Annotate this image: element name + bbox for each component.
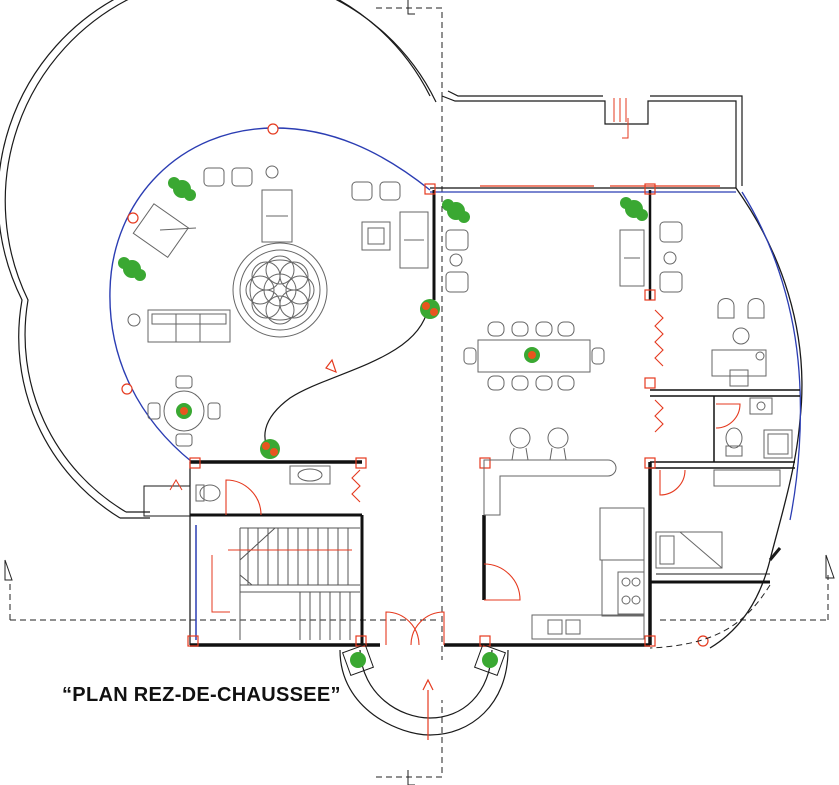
door-swing-icon xyxy=(225,309,741,646)
bathroom-fixtures xyxy=(195,397,793,502)
roof-outline xyxy=(441,90,743,188)
entrance-porch xyxy=(339,649,509,740)
sofa-icon xyxy=(132,189,429,343)
shower-icon xyxy=(763,429,793,459)
column-icon xyxy=(121,123,709,647)
side-entrance xyxy=(143,479,191,517)
bedroom-window xyxy=(656,547,782,575)
plant-icon xyxy=(118,177,648,668)
stairs-icon xyxy=(211,527,360,640)
terrace-curved-wall xyxy=(0,0,437,519)
sink-icon xyxy=(547,619,581,635)
kitchen-counter xyxy=(483,427,645,640)
corner-markers xyxy=(187,183,656,647)
living-room-furniture xyxy=(127,165,683,447)
flower-pot-icon xyxy=(176,299,540,459)
section-marker-icon xyxy=(4,0,835,785)
porch-planters xyxy=(341,643,507,677)
stove-icon xyxy=(617,571,645,615)
right-curved-wall xyxy=(709,187,803,649)
right-curved-dashed-arc xyxy=(649,584,771,649)
dining-table-icon xyxy=(463,321,605,391)
bed-icon xyxy=(655,531,723,569)
plan-title: “PLAN REZ-DE-CHAUSSEE” xyxy=(62,684,341,706)
armchair-icon xyxy=(203,167,683,293)
round-table-icon xyxy=(147,375,221,447)
right-room-furniture xyxy=(711,298,767,387)
interior-walls xyxy=(189,185,800,647)
section-lines xyxy=(9,7,829,778)
garden-path xyxy=(264,307,429,453)
round-rug-icon xyxy=(232,242,328,338)
toilet-icon xyxy=(195,427,743,502)
balcony-door-icon xyxy=(613,98,629,139)
